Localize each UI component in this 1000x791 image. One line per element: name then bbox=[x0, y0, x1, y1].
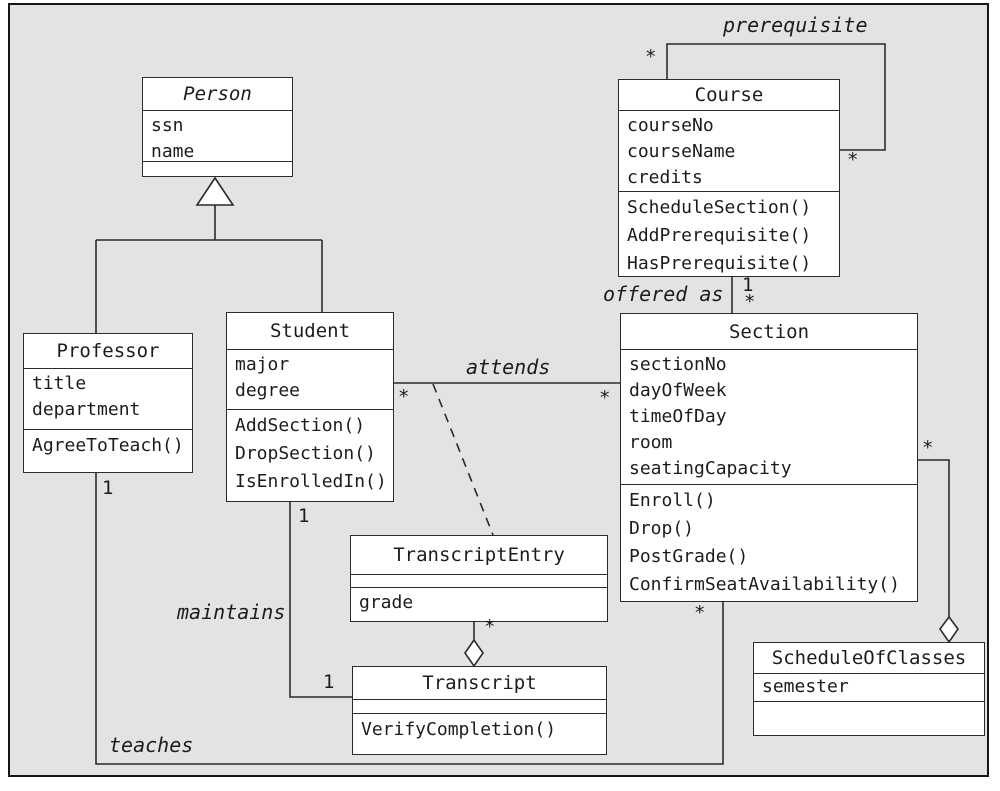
multiplicity-offered-as-course: 1 bbox=[742, 274, 754, 296]
class-box-section: Section sectionNo dayOfWeek timeOfDay ro… bbox=[620, 313, 918, 602]
operation: AddPrerequisite() bbox=[627, 225, 812, 246]
maintains-line bbox=[289, 502, 352, 698]
attribute: room bbox=[629, 432, 673, 453]
association-label-prerequisite: prerequisite bbox=[723, 13, 868, 37]
multiplicity-offered-as-section: * bbox=[744, 291, 756, 313]
student-operations: AddSection() DropSection() IsEnrolledIn(… bbox=[227, 409, 393, 501]
attribute: department bbox=[32, 399, 141, 420]
class-box-transcript-entry: TranscriptEntry grade bbox=[350, 535, 608, 622]
attribute: name bbox=[151, 141, 195, 161]
operation: DropSection() bbox=[235, 443, 376, 464]
schedule-attributes: semester bbox=[754, 673, 984, 701]
multiplicity-attends-section: * bbox=[599, 387, 611, 409]
class-box-schedule-of-classes: ScheduleOfClasses semester bbox=[753, 642, 985, 736]
operation: VerifyCompletion() bbox=[361, 719, 557, 740]
association-class-dashed-line bbox=[432, 383, 494, 536]
attribute: timeOfDay bbox=[629, 406, 727, 427]
attribute: sectionNo bbox=[629, 354, 727, 375]
person-operations-empty bbox=[143, 161, 292, 176]
transcript-entry-attributes: grade bbox=[351, 587, 607, 621]
section-operations: Enroll() Drop() PostGrade() ConfirmSeatA… bbox=[621, 484, 917, 601]
generalization-triangle-icon bbox=[195, 176, 235, 206]
class-box-course: Course courseNo courseName credits Sched… bbox=[618, 79, 840, 277]
attribute: semester bbox=[762, 676, 849, 697]
course-attributes: courseNo courseName credits bbox=[619, 110, 839, 191]
professor-attributes: title department bbox=[24, 368, 192, 429]
attribute: seatingCapacity bbox=[629, 458, 792, 479]
attribute: major bbox=[235, 354, 290, 375]
association-label-attends: attends bbox=[466, 355, 551, 379]
class-name-student: Student bbox=[269, 320, 351, 342]
teaches-line bbox=[95, 473, 724, 765]
attribute: courseName bbox=[627, 141, 736, 162]
schedule-operations-empty bbox=[754, 701, 984, 735]
student-attributes: major degree bbox=[227, 349, 393, 409]
class-box-person: Person ssn name bbox=[142, 77, 293, 177]
transcript-operations: VerifyCompletion() bbox=[353, 713, 606, 754]
class-name-professor: Professor bbox=[56, 340, 160, 362]
operation: Enroll() bbox=[629, 490, 716, 511]
multiplicity-teaches-section: * bbox=[694, 602, 706, 624]
transcript-aggregation-diamond-icon bbox=[464, 638, 484, 668]
professor-operations: AgreeToTeach() bbox=[24, 429, 192, 472]
class-name-transcript-entry: TranscriptEntry bbox=[393, 544, 565, 566]
transcript-entry-empty-compartment bbox=[351, 574, 607, 587]
schedule-aggregation-diamond-icon bbox=[939, 615, 959, 644]
multiplicity-schedule-section: * bbox=[922, 437, 934, 459]
person-attributes: ssn name bbox=[143, 110, 292, 161]
class-box-transcript: Transcript VerifyCompletion() bbox=[352, 666, 607, 755]
operation: IsEnrolledIn() bbox=[235, 471, 387, 492]
class-box-student: Student major degree AddSection() DropSe… bbox=[226, 312, 394, 502]
transcript-empty-compartment bbox=[353, 699, 606, 713]
multiplicity-prerequisite-side: * bbox=[847, 149, 859, 171]
multiplicity-maintains-student: 1 bbox=[298, 505, 310, 527]
attribute: dayOfWeek bbox=[629, 380, 727, 401]
section-attributes: sectionNo dayOfWeek timeOfDay room seati… bbox=[621, 349, 917, 484]
class-name-person: Person bbox=[183, 83, 252, 105]
association-label-teaches: teaches bbox=[109, 733, 194, 757]
multiplicity-maintains-transcript: 1 bbox=[323, 671, 335, 693]
class-name-schedule-of-classes: ScheduleOfClasses bbox=[771, 647, 967, 669]
class-name-transcript: Transcript bbox=[422, 672, 537, 694]
generalization-line bbox=[95, 205, 323, 333]
operation: HasPrerequisite() bbox=[627, 253, 812, 274]
class-box-professor: Professor title department AgreeToTeach(… bbox=[23, 333, 193, 473]
operation: ScheduleSection() bbox=[627, 197, 812, 218]
attribute: grade bbox=[359, 592, 414, 613]
multiplicity-prerequisite-top: * bbox=[645, 46, 657, 68]
operation: PostGrade() bbox=[629, 546, 749, 567]
schedule-aggregation-line bbox=[918, 459, 950, 617]
operation: Drop() bbox=[629, 518, 695, 539]
attribute: degree bbox=[235, 380, 301, 401]
attribute: title bbox=[32, 373, 87, 394]
class-name-section: Section bbox=[728, 320, 810, 343]
attribute: ssn bbox=[151, 115, 184, 136]
operation: ConfirmSeatAvailability() bbox=[629, 574, 900, 595]
multiplicity-transcript-entry: * bbox=[484, 616, 496, 638]
multiplicity-teaches-professor: 1 bbox=[102, 477, 114, 499]
attribute: credits bbox=[627, 167, 703, 188]
operation: AgreeToTeach() bbox=[32, 435, 184, 456]
association-label-offered-as: offered as bbox=[603, 282, 724, 306]
multiplicity-attends-student: * bbox=[398, 386, 410, 408]
attribute: courseNo bbox=[627, 115, 714, 136]
prerequisite-line bbox=[666, 43, 886, 151]
association-label-maintains: maintains bbox=[177, 600, 286, 624]
class-name-course: Course bbox=[694, 84, 764, 106]
course-operations: ScheduleSection() AddPrerequisite() HasP… bbox=[619, 191, 839, 276]
operation: AddSection() bbox=[235, 415, 366, 436]
